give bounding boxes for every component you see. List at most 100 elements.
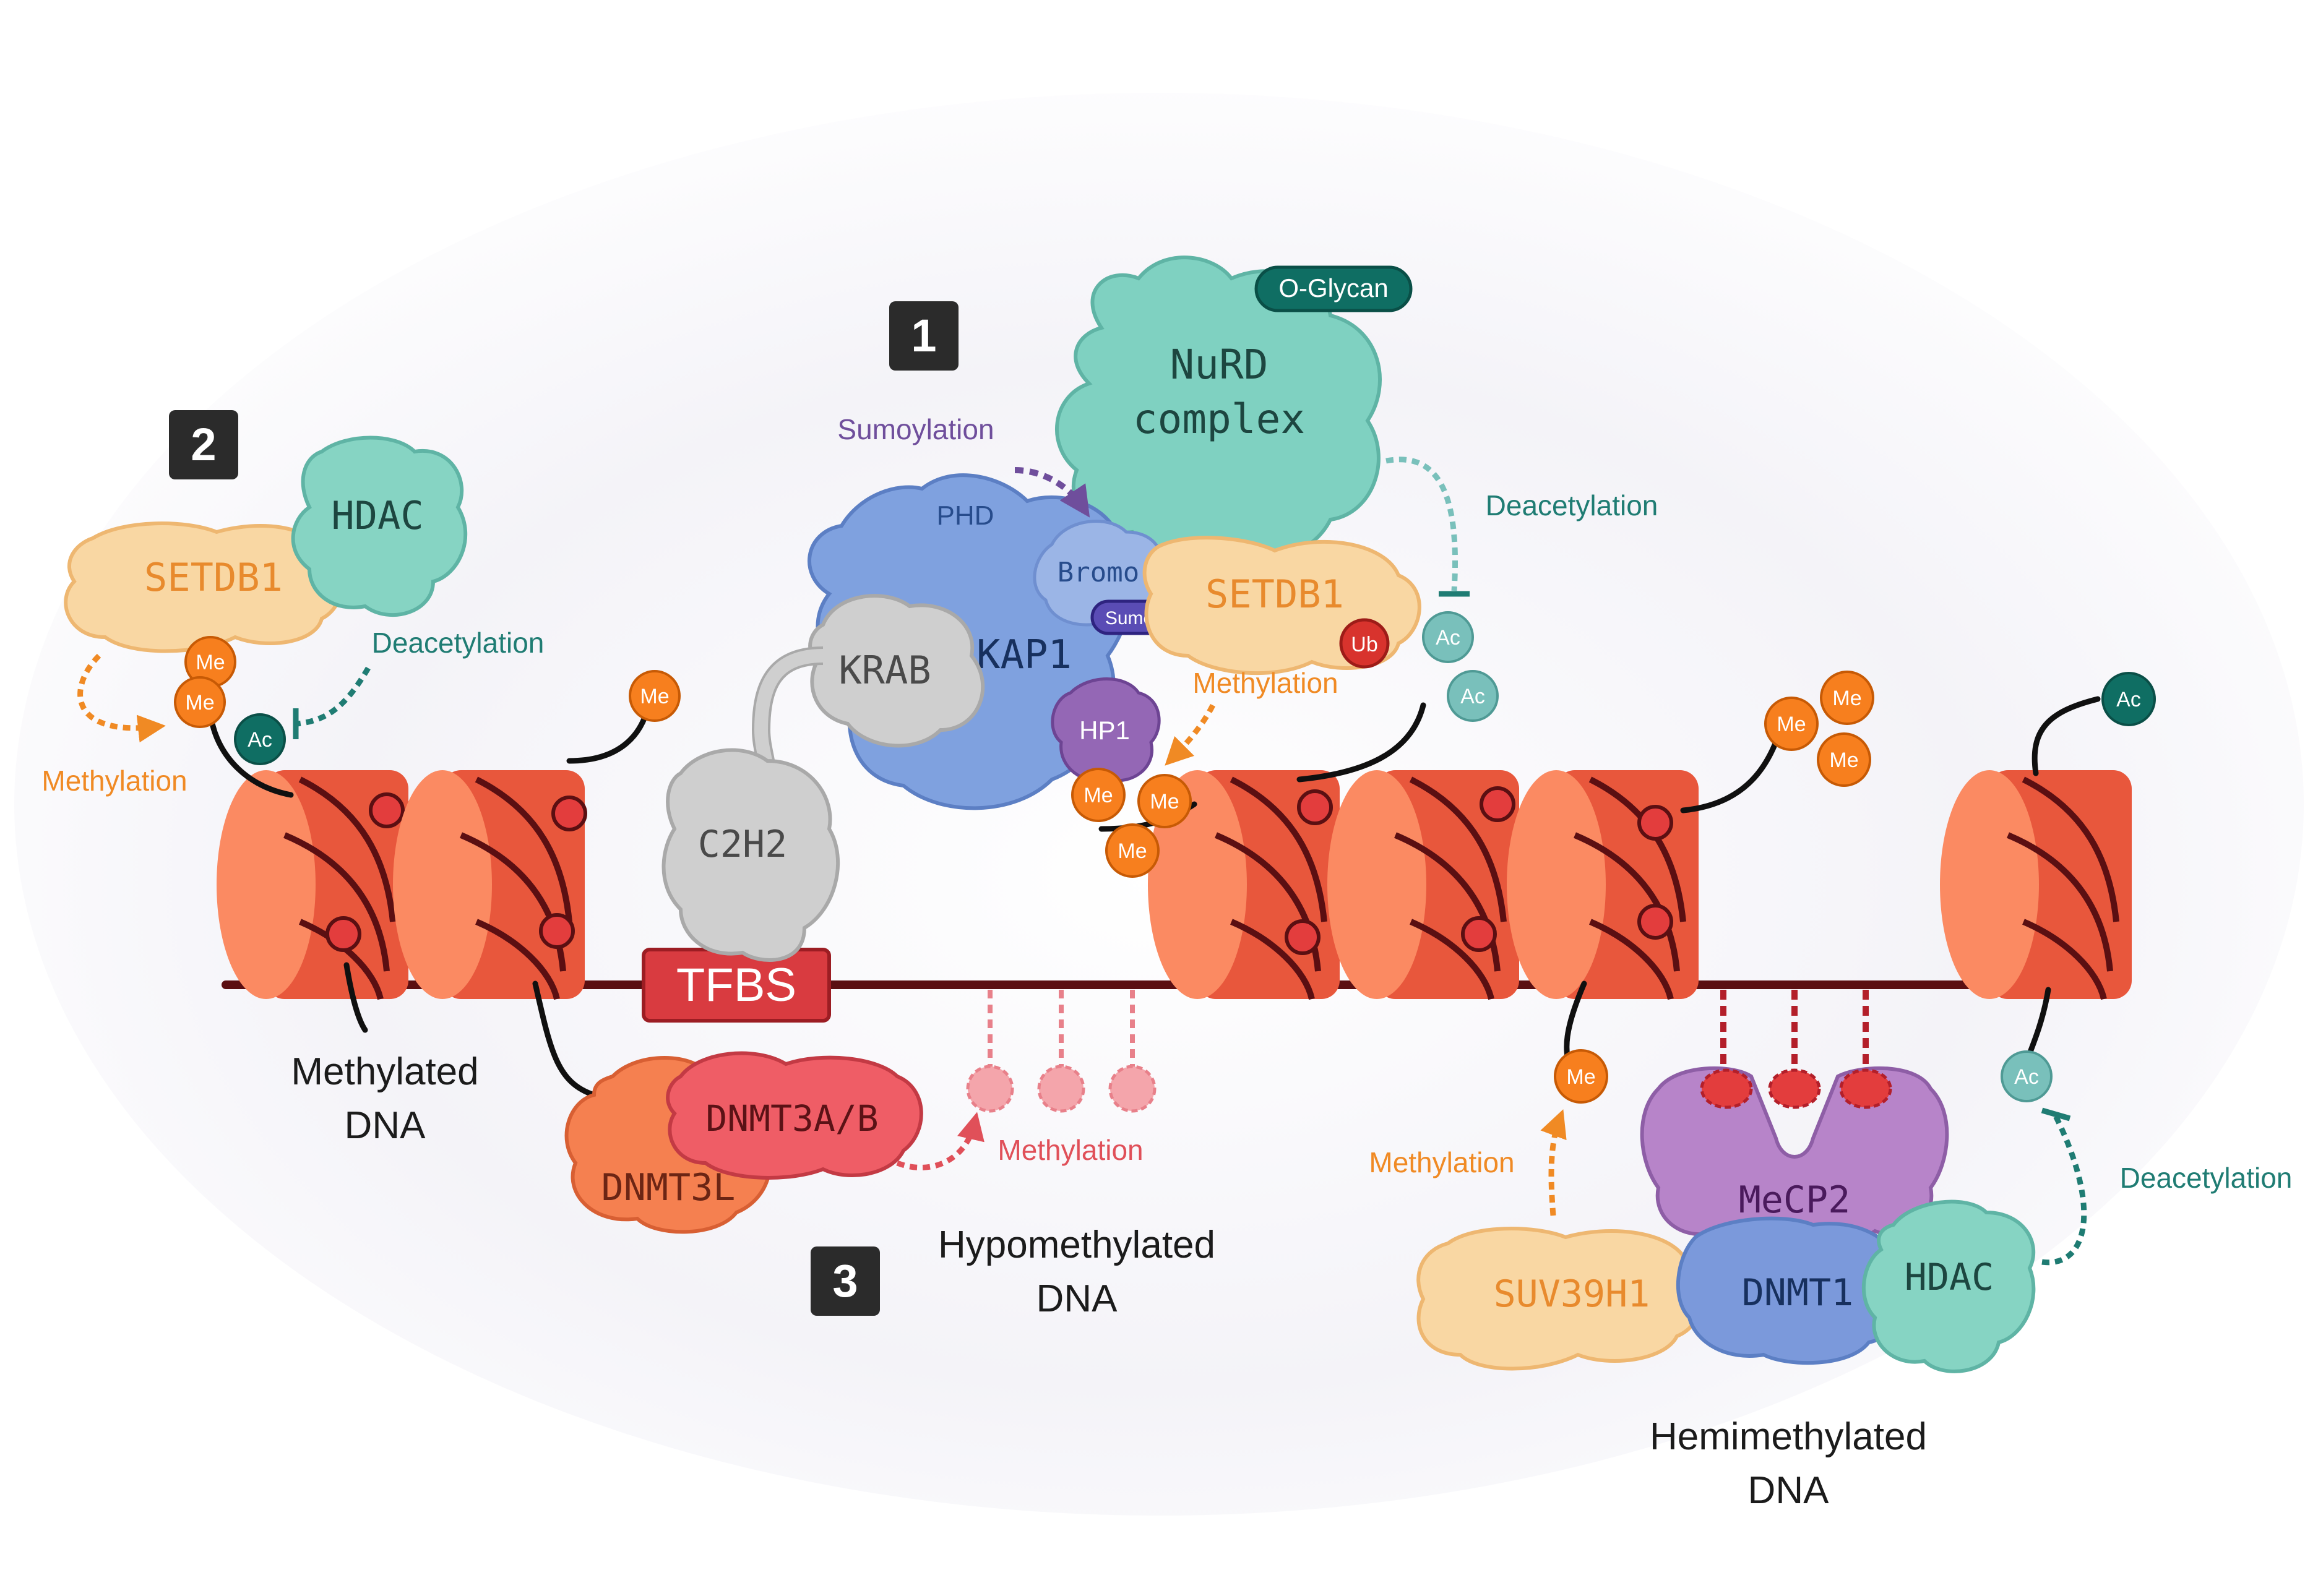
svg-text:Me: Me bbox=[196, 651, 225, 674]
svg-text:Ac: Ac bbox=[1436, 626, 1460, 650]
krab-label: KRAB bbox=[838, 648, 931, 693]
svg-text:Me: Me bbox=[1777, 713, 1806, 736]
dnmt3ab-label: DNMT3A/B bbox=[705, 1097, 878, 1139]
me-mark-9: Me bbox=[1817, 732, 1871, 787]
svg-text:Me: Me bbox=[640, 685, 669, 708]
hdac-protein-2: HDAC bbox=[1861, 1199, 2036, 1373]
nucleosome-4 bbox=[1327, 770, 1519, 1000]
me-mark-8: Me bbox=[1820, 671, 1874, 725]
svg-text:Me: Me bbox=[1084, 784, 1113, 807]
nurd-label-line2: complex bbox=[1133, 395, 1305, 443]
nurd-complex: NuRD complex bbox=[1055, 255, 1382, 559]
methylation-label-4: Methylation bbox=[1369, 1146, 1514, 1178]
hypomethylated-label-line2: DNA bbox=[1036, 1277, 1118, 1320]
ac-mark-2: Ac bbox=[1422, 611, 1474, 663]
me-mark-3: Me bbox=[629, 670, 681, 722]
ac-mark-3: Ac bbox=[1447, 670, 1499, 722]
nucleosome-6 bbox=[1940, 770, 2132, 1000]
hdac-label-2: HDAC bbox=[1905, 1256, 1994, 1299]
kap1-label: KAP1 bbox=[976, 632, 1072, 678]
krab-domain: KRAB bbox=[808, 594, 985, 748]
tfbs-box: TFBS bbox=[642, 948, 831, 1023]
hypomethylated-label-line1: Hypomethylated bbox=[938, 1224, 1215, 1266]
acetyl-marks: Ac Ac Ac Ac Ac bbox=[234, 611, 2156, 1102]
svg-text:Me: Me bbox=[1832, 687, 1861, 710]
sumoylation-label: Sumoylation bbox=[837, 413, 994, 445]
methylation-arrow-1 bbox=[1165, 703, 1216, 766]
me-mark-2: Me bbox=[174, 676, 226, 728]
methylation-label-3: Methylation bbox=[997, 1134, 1143, 1166]
methylation-label-2: Methylation bbox=[1192, 667, 1338, 699]
suv39h1-label: SUV39H1 bbox=[1494, 1272, 1650, 1316]
deacetylation-label-3: Deacetylation bbox=[2120, 1162, 2293, 1194]
panel-badge-1: 1 bbox=[889, 301, 959, 371]
me-mark-7: Me bbox=[1764, 697, 1819, 751]
svg-text:Ac: Ac bbox=[2116, 688, 2141, 711]
dnmt1-protein: DNMT1 bbox=[1676, 1216, 1907, 1365]
svg-text:Me: Me bbox=[1118, 839, 1147, 863]
me-mark-4: Me bbox=[1071, 768, 1126, 822]
phd-label: PHD bbox=[937, 500, 994, 531]
bromo-domain: Bromo bbox=[1033, 520, 1164, 627]
methyl-marks: Me Me Me Me Me Me Me Me Me Me bbox=[174, 636, 1874, 1104]
nucleosome-2 bbox=[393, 770, 587, 1000]
svg-text:3: 3 bbox=[832, 1255, 858, 1306]
hdac-protein-1: HDAC bbox=[291, 435, 468, 617]
dnmt1-label: DNMT1 bbox=[1742, 1271, 1854, 1315]
svg-text:1: 1 bbox=[911, 310, 936, 361]
svg-text:Me: Me bbox=[185, 691, 214, 714]
hp1-label: HP1 bbox=[1079, 716, 1130, 745]
ub-label: Ub bbox=[1351, 633, 1377, 656]
methylation-label-1: Methylation bbox=[41, 765, 187, 797]
deacetylation-bar-3 bbox=[2041, 1107, 2071, 1122]
me-mark-10: Me bbox=[1554, 1049, 1608, 1104]
process-labels: Sumoylation Deacetylation Deacetylation … bbox=[41, 413, 2292, 1194]
me-mark-6: Me bbox=[1105, 823, 1160, 878]
methylation-arrow-4 bbox=[1540, 1109, 1567, 1216]
panel-badge-3: 3 bbox=[811, 1246, 880, 1316]
mecp2-protein: MeCP2 bbox=[1640, 1066, 1949, 1247]
setdb1-label-2: SETDB1 bbox=[144, 555, 283, 600]
o-glycan-badge: O-Glycan bbox=[1254, 265, 1413, 312]
ac-mark-4: Ac bbox=[2101, 672, 2156, 726]
hp1-protein: HP1 bbox=[1051, 677, 1161, 783]
unmethylated-cpg-sites bbox=[966, 990, 1157, 1113]
c2h2-domain: C2H2 bbox=[661, 748, 840, 962]
hemimethylated-label-line2: DNA bbox=[1748, 1469, 1830, 1512]
ac-mark-1: Ac bbox=[234, 713, 286, 765]
suv39h1-protein: SUV39H1 bbox=[1416, 1227, 1705, 1371]
deacetylation-label-2: Deacetylation bbox=[1486, 489, 1658, 521]
hemimethylated-label-line1: Hemimethylated bbox=[1650, 1415, 1927, 1458]
svg-text:Ac: Ac bbox=[1460, 685, 1485, 708]
c2h2-label: C2H2 bbox=[698, 823, 788, 866]
nucleosome-1 bbox=[217, 770, 408, 1000]
o-glycan-label: O-Glycan bbox=[1278, 273, 1388, 302]
setdb1-label-1: SETDB1 bbox=[1205, 572, 1344, 617]
deacetylation-inhibit-2 bbox=[1385, 457, 1458, 591]
methylation-arrow-2 bbox=[77, 653, 166, 743]
me-mark-5: Me bbox=[1137, 774, 1192, 828]
deacetylation-inhibit-3 bbox=[2041, 1112, 2087, 1266]
mecp2-label: MeCP2 bbox=[1739, 1178, 1851, 1222]
panel-badge-2: 2 bbox=[169, 410, 238, 479]
svg-text:Ac: Ac bbox=[2014, 1065, 2039, 1089]
nucleosome-5 bbox=[1507, 770, 1699, 1000]
deacetylation-inhibit-1 bbox=[296, 666, 371, 727]
dna-state-labels: Methylated DNA Hypomethylated DNA Hemime… bbox=[291, 1050, 1927, 1512]
svg-text:Me: Me bbox=[1150, 790, 1179, 813]
dnmt3l-label: DNMT3L bbox=[601, 1166, 736, 1209]
nurd-label-line1: NuRD bbox=[1170, 341, 1269, 388]
svg-text:Me: Me bbox=[1566, 1065, 1595, 1089]
process-arrows bbox=[77, 457, 2087, 1266]
svg-text:Ac: Ac bbox=[248, 728, 272, 752]
svg-text:Me: Me bbox=[1829, 749, 1858, 772]
methylated-label-line1: Methylated bbox=[291, 1050, 478, 1093]
ub-badge: Ub bbox=[1339, 618, 1390, 669]
setdb1-protein-2: SETDB1 bbox=[64, 521, 345, 653]
nucleosome-3 bbox=[1148, 770, 1340, 1000]
deacetylation-label-1: Deacetylation bbox=[372, 627, 545, 659]
methylated-label-line2: DNA bbox=[345, 1104, 426, 1147]
me-mark-1: Me bbox=[184, 636, 236, 688]
ac-mark-5: Ac bbox=[2001, 1050, 2053, 1102]
